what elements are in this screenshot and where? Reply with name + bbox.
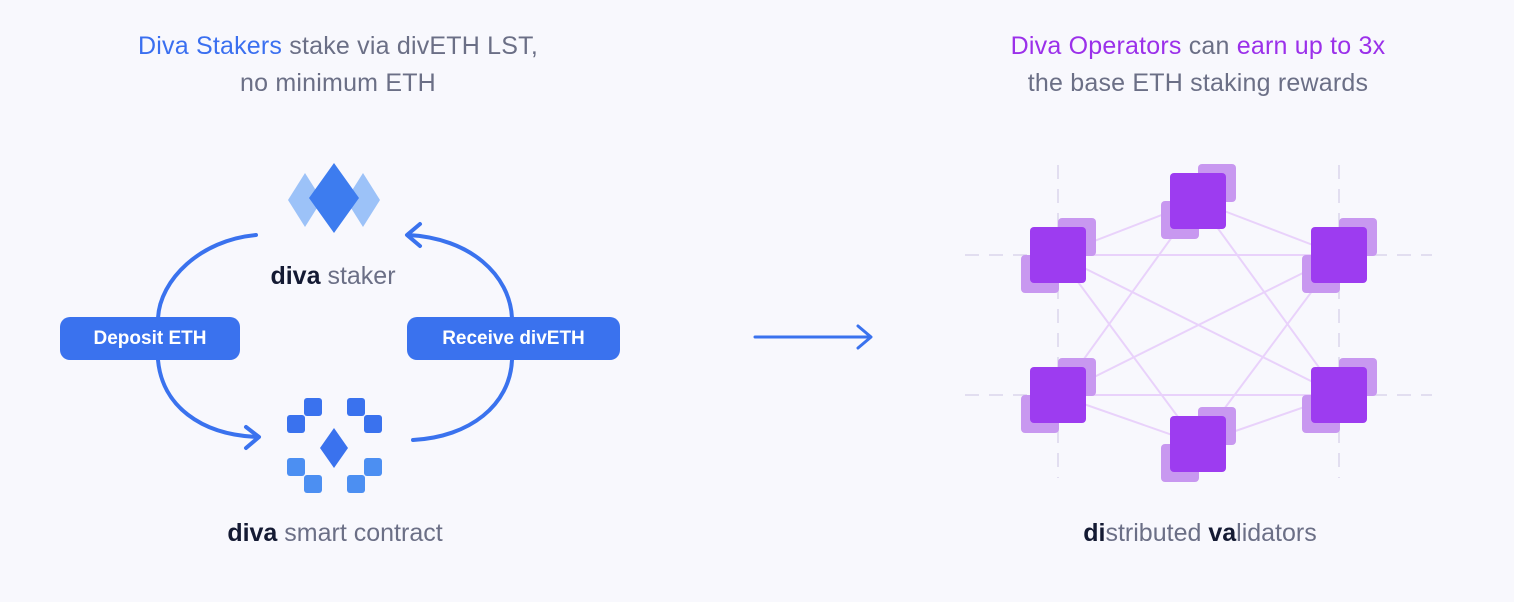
operators-headline-line2: the base ETH staking rewards (1027, 69, 1369, 97)
staker-label: staker (320, 262, 396, 290)
diva-smart-contract-caption: diva smart contract (160, 519, 510, 548)
receive-arrowhead (405, 222, 422, 248)
smart-contract-icon (287, 398, 382, 493)
deposit-arrowhead (244, 425, 261, 450)
right-arrow-icon (753, 324, 873, 350)
validator-node-icon (1161, 164, 1236, 239)
diva-stakers-highlight: Diva Stakers (137, 32, 283, 60)
receive-diveth-label: Receive divETH (407, 317, 620, 360)
contract-label: smart contract (277, 519, 443, 547)
operators-headline: Diva Operators can earn up to 3x the bas… (948, 28, 1448, 102)
validators-rest-a: stributed (1105, 519, 1209, 547)
validators-bold-a: di (1083, 519, 1106, 547)
diva-staker-caption: diva staker (218, 262, 448, 291)
validator-node-icon (1021, 218, 1096, 293)
stakers-headline-line2: no minimum ETH (240, 69, 436, 97)
validators-bold-b: va (1208, 519, 1237, 547)
operators-headline-middle: can (1181, 32, 1237, 60)
deposit-eth-label: Deposit ETH (60, 317, 240, 360)
staker-brand: diva (270, 262, 321, 290)
validators-rest-b: lidators (1236, 519, 1317, 547)
receive-arc-bottom (411, 358, 514, 442)
stakers-headline-rest: stake via divETH LST, (282, 32, 538, 60)
earn-highlight: earn up to 3x (1236, 32, 1386, 60)
stakers-headline: Diva Stakers stake via divETH LST, no mi… (88, 28, 588, 102)
validator-node-icon (1161, 407, 1236, 482)
validator-node-icon (1302, 358, 1377, 433)
distributed-validators-caption: distributed validators (1000, 519, 1400, 548)
deposit-arc-bottom (156, 358, 260, 439)
deposit-arc-top (156, 233, 258, 320)
validator-node-icon (1021, 358, 1096, 433)
validator-node-icon (1302, 218, 1377, 293)
validator-mesh (1057, 200, 1340, 445)
stakers-headline-line1: Diva Stakers stake via divETH LST, (88, 28, 588, 65)
contract-brand: diva (227, 519, 278, 547)
staker-diamond-icon (288, 163, 380, 233)
diva-operators-highlight: Diva Operators (1010, 32, 1182, 60)
operators-headline-line1: Diva Operators can earn up to 3x (948, 28, 1448, 65)
receive-arc-top (406, 233, 514, 320)
